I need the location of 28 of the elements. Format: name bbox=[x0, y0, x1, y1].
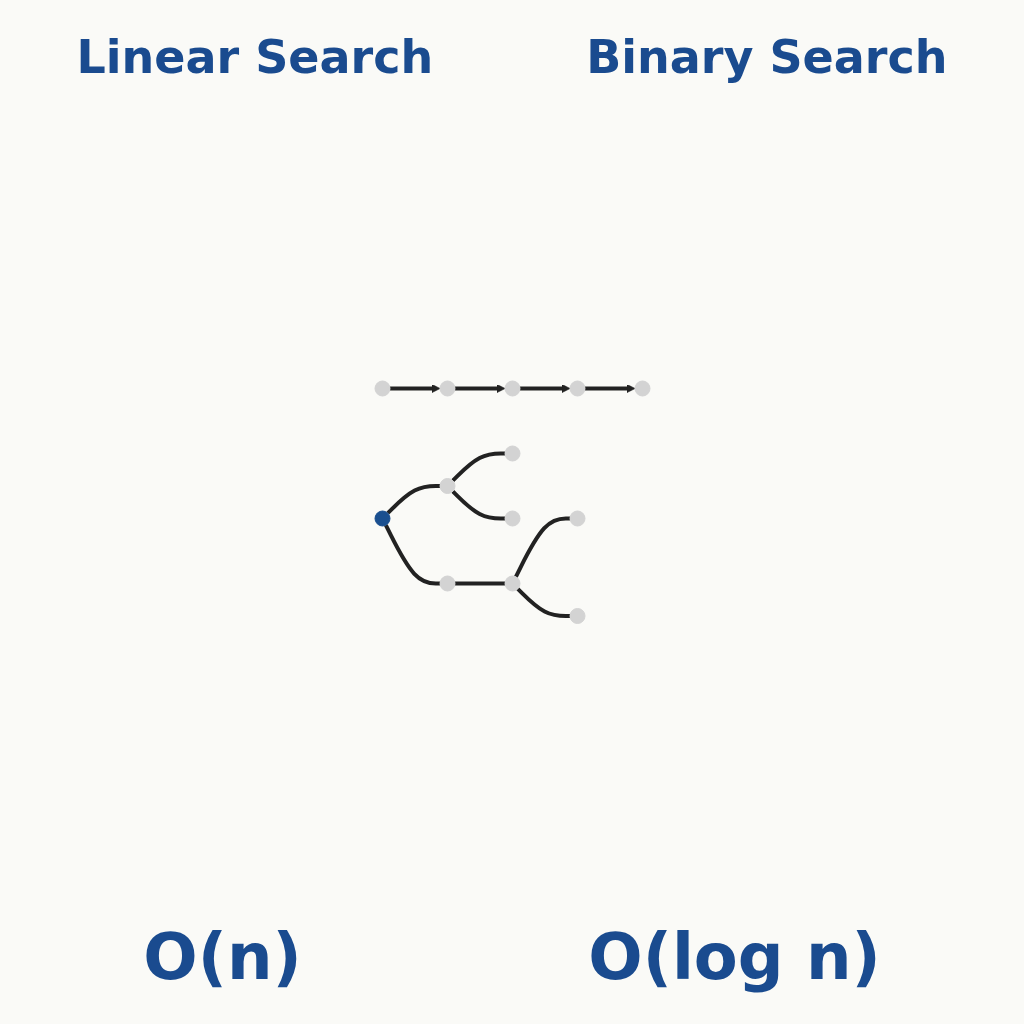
connector bbox=[385, 483, 440, 515]
arrow bbox=[519, 383, 570, 393]
node-circle bbox=[569, 607, 585, 624]
node-circle bbox=[439, 575, 455, 592]
heading: Binary Search bbox=[586, 30, 948, 84]
connector bbox=[515, 587, 570, 618]
arrow bbox=[389, 383, 440, 393]
heading: Linear Search bbox=[76, 30, 434, 84]
connector bbox=[513, 516, 570, 578]
arrow bbox=[584, 383, 635, 393]
node-circle bbox=[374, 510, 390, 527]
node-circle bbox=[374, 380, 390, 397]
connector bbox=[450, 489, 505, 521]
node-circle bbox=[504, 380, 520, 397]
complexity-label: O(n) bbox=[143, 920, 302, 994]
connector bbox=[454, 581, 505, 586]
node-circle bbox=[634, 380, 650, 397]
node-circle bbox=[504, 510, 520, 527]
node-circle bbox=[504, 445, 520, 462]
node-circle bbox=[569, 510, 585, 527]
node-circle bbox=[569, 380, 585, 397]
connector bbox=[383, 524, 440, 586]
arrow bbox=[454, 383, 505, 393]
node-circle bbox=[439, 380, 455, 397]
connector bbox=[450, 451, 505, 482]
node-circle bbox=[439, 477, 455, 494]
node-circle bbox=[504, 575, 520, 592]
complexity-label: O(log n) bbox=[588, 920, 881, 994]
